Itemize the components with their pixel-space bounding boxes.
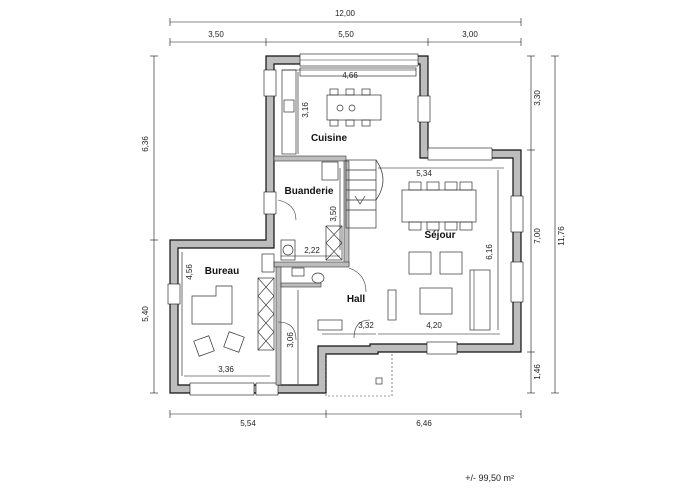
dim-sejour-width-top: 5,34: [416, 169, 432, 178]
room-label-cuisine: Cuisine: [311, 133, 348, 144]
dim-buanderie-depth: 3,50: [329, 206, 338, 222]
dim-bottom-left: 5,54: [240, 419, 256, 428]
room-label-buanderie: Buanderie: [285, 186, 334, 197]
utility-fixtures: [261, 161, 371, 341]
dim-right-bottom: 1,46: [533, 364, 542, 380]
dim-top-right: 3,00: [462, 30, 478, 39]
total-area: +/- 99,50 m²: [465, 473, 514, 483]
dim-right-total: 11,76: [557, 226, 566, 246]
dimension-lines: [150, 18, 559, 418]
dim-bureau-depth: 4,56: [185, 264, 194, 280]
dim-right-top: 3,30: [533, 90, 542, 106]
dim-right-mid: 7,00: [533, 228, 542, 244]
office-furniture: [191, 277, 275, 357]
dim-hall-depth: 3,06: [286, 332, 295, 348]
dim-cuisine-depth: 3,16: [301, 102, 310, 118]
windows: [167, 53, 524, 396]
dim-cuisine-width: 4,66: [342, 71, 358, 80]
dim-top-mid: 5,50: [338, 30, 354, 39]
staircase: [345, 159, 384, 229]
room-label-bureau: Bureau: [205, 266, 239, 277]
dim-left-top: 6,36: [141, 136, 150, 152]
dim-top-total: 12,00: [335, 9, 356, 18]
kitchen-furniture: [281, 67, 417, 155]
living-furniture: [387, 181, 491, 331]
room-dimension-lines: [181, 69, 504, 384]
room-label-hall: Hall: [347, 294, 366, 305]
room-label-sejour: Séjour: [424, 230, 455, 241]
dim-buanderie-width: 2,22: [304, 246, 320, 255]
interior-walls: [273, 155, 350, 386]
dim-left-bottom: 5,40: [141, 306, 150, 322]
dim-top-left: 3,50: [208, 30, 224, 39]
dim-sejour-depth: 6,16: [485, 244, 494, 260]
entry-terrace: [325, 354, 393, 397]
dim-sejour-width-bottom: 4,20: [426, 321, 442, 330]
dim-hall-width: 3,32: [358, 321, 374, 330]
dim-bottom-right: 6,46: [416, 419, 432, 428]
dim-bureau-width: 3,36: [218, 365, 234, 374]
